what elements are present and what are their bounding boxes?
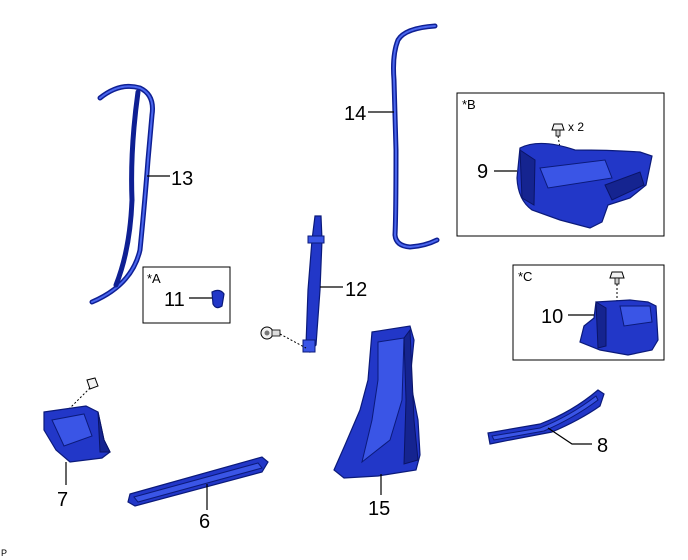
leader-8	[547, 427, 592, 445]
box-a-label: *A	[147, 271, 161, 286]
part-number-8: 8	[597, 435, 608, 457]
box-c	[512, 264, 665, 361]
part-number-7: 7	[57, 489, 68, 511]
part-number-11: 11	[164, 289, 185, 311]
corner-mark: P	[1, 548, 7, 558]
part-number-12: 12	[345, 279, 367, 301]
part-number-10: 10	[541, 306, 563, 328]
box-b	[456, 92, 665, 237]
clip-icon	[86, 377, 99, 390]
part-15-pillar-garnish	[333, 325, 421, 479]
part-12-pillar-strip	[302, 215, 325, 354]
part-13-weatherstrip	[89, 83, 155, 305]
part-number-6: 6	[199, 511, 210, 533]
part-6-scuff-plate	[127, 456, 269, 507]
clip-icon	[609, 271, 625, 285]
part-number-14: 14	[344, 103, 366, 125]
part-14-weatherstrip	[391, 23, 440, 250]
part-number-15: 15	[368, 498, 390, 520]
part-9-garnish	[516, 142, 653, 229]
box-c-label: *C	[518, 269, 532, 284]
bolt-icon	[260, 326, 281, 340]
clip-dash-line-7	[67, 387, 91, 411]
part-8-scuff-plate	[487, 389, 605, 445]
box-b-label: *B	[462, 97, 476, 112]
part-number-9: 9	[477, 161, 488, 183]
quantity-note: x 2	[568, 120, 584, 134]
part-7-cowl-side-trim	[43, 405, 111, 463]
bolt-dash-line	[279, 333, 307, 349]
part-10-garnish	[579, 299, 659, 356]
box-a	[142, 266, 231, 324]
clip-icon	[551, 123, 565, 137]
part-number-13: 13	[171, 168, 193, 190]
part-11-cap	[211, 289, 225, 309]
